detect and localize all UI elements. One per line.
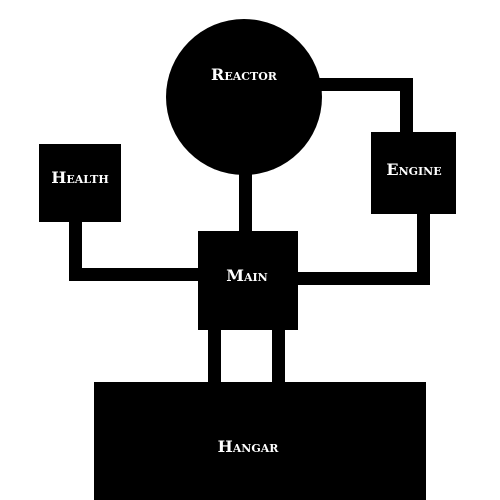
edge-main-hangar-right — [272, 326, 285, 386]
reactor-shape — [166, 19, 322, 175]
engine-label: Engine — [386, 160, 441, 179]
hangar-shape — [94, 382, 426, 500]
reactor-label: Reactor — [211, 65, 278, 84]
node-reactor: Reactor — [166, 19, 322, 175]
node-main: Main — [198, 231, 298, 330]
hangar-label: Hangar — [218, 437, 280, 456]
main-label: Main — [226, 266, 267, 285]
main-shape — [198, 231, 298, 330]
edge-reactor-main — [239, 160, 252, 235]
node-hangar: Hangar — [94, 382, 426, 500]
edge-health-main-vertical — [69, 218, 82, 281]
connectors — [69, 78, 430, 386]
node-engine: Engine — [371, 132, 456, 214]
edge-main-hangar-left — [208, 326, 221, 386]
engine-shape — [371, 132, 456, 214]
edge-engine-main-vertical — [417, 210, 430, 285]
edge-health-main-horizontal — [69, 268, 203, 281]
edge-engine-main-horizontal — [294, 272, 430, 285]
health-shape — [39, 144, 121, 222]
edge-reactor-engine-horizontal — [315, 78, 413, 91]
edge-reactor-engine-vertical — [400, 78, 413, 136]
node-health: Health — [39, 144, 121, 222]
health-label: Health — [51, 168, 108, 187]
